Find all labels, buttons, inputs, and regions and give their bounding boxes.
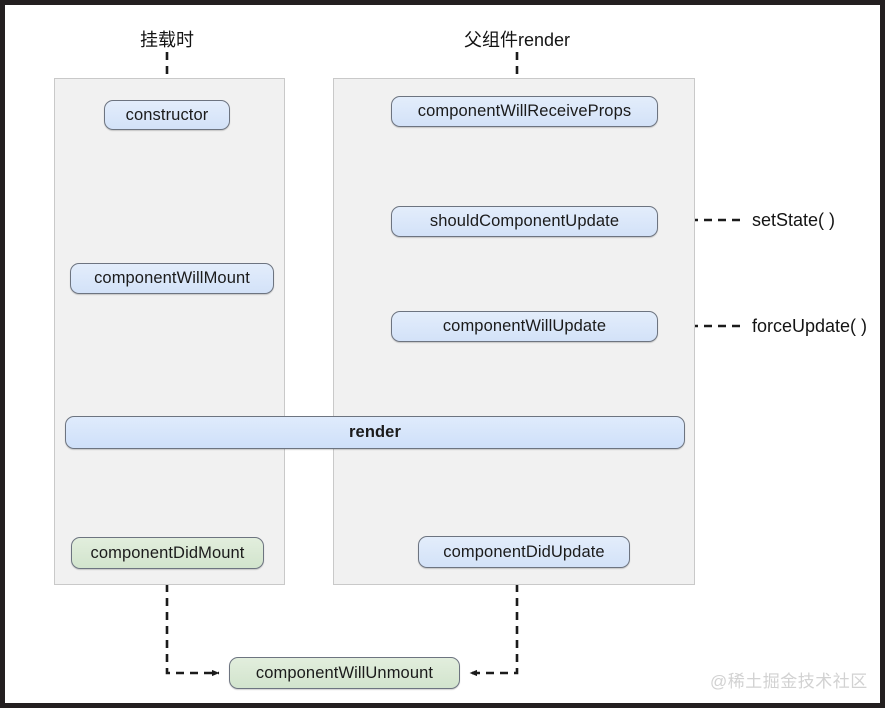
node-component-did-update[interactable]: componentDidUpdate [418, 536, 630, 568]
trigger-label-forceupdate: forceUpdate( ) [752, 316, 868, 336]
node-should-component-update[interactable]: shouldComponentUpdate [391, 206, 658, 237]
update-phase-caption: 父组件render [463, 30, 571, 50]
node-component-will-receive-props[interactable]: componentWillReceiveProps [391, 96, 658, 127]
mount-phase-panel [54, 78, 285, 585]
node-constructor[interactable]: constructor [104, 100, 230, 130]
node-component-will-mount[interactable]: componentWillMount [70, 263, 274, 294]
node-render[interactable]: render [65, 416, 685, 449]
mount-phase-caption: 挂载时 [140, 30, 194, 50]
node-component-did-mount[interactable]: componentDidMount [71, 537, 264, 569]
node-component-will-update[interactable]: componentWillUpdate [391, 311, 658, 342]
trigger-label-setstate: setState( ) [752, 210, 836, 230]
watermark: @稀土掘金技术社区 [710, 672, 868, 691]
node-component-will-unmount[interactable]: componentWillUnmount [229, 657, 460, 689]
